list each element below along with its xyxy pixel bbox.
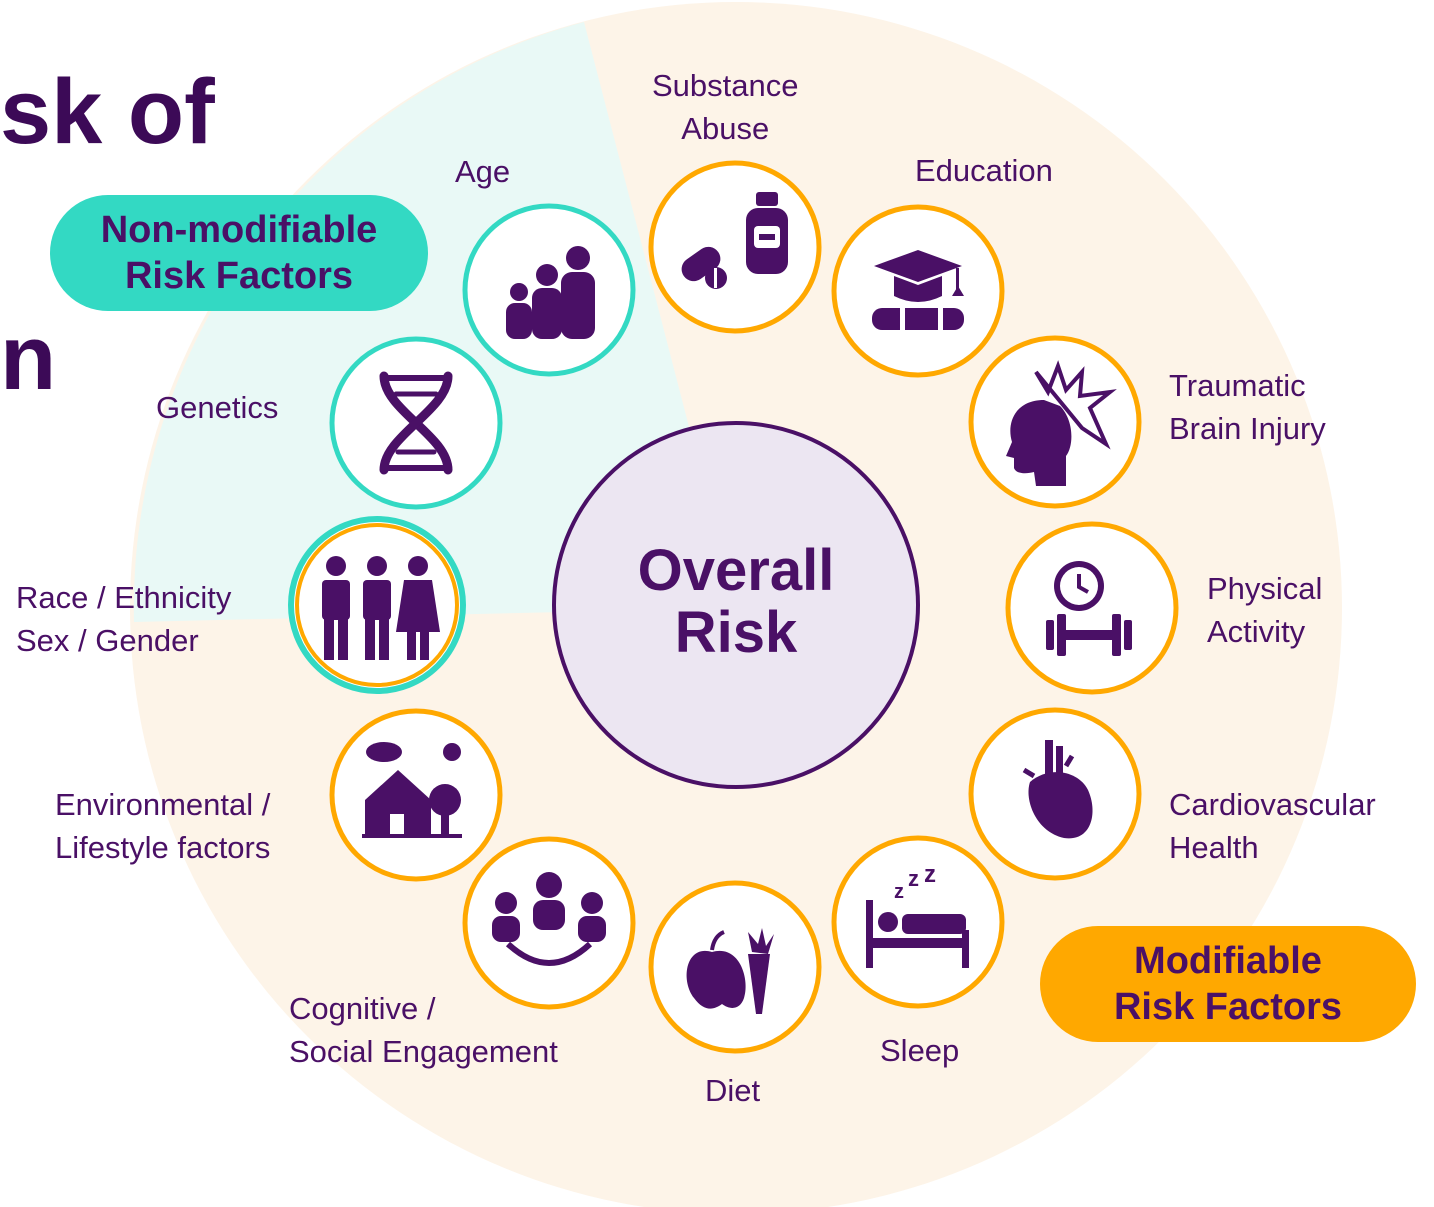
- non-modifiable-badge-line2: Risk Factors: [124, 255, 354, 297]
- label-tbi-line2: Brain Injury: [1169, 411, 1326, 446]
- modifiable-badge-line2: Risk Factors: [1113, 986, 1343, 1028]
- label-race-sex-line1: Race / Ethnicity: [16, 580, 232, 615]
- overall-risk-line2: Risk: [674, 600, 798, 665]
- label-tbi-line1: Traumatic: [1169, 368, 1306, 403]
- overall-risk-circle: [552, 421, 920, 789]
- label-tbi: Traumatic Brain Injury: [1169, 364, 1326, 450]
- svg-text:z: z: [908, 866, 919, 891]
- label-genetics: Genetics: [156, 386, 278, 429]
- label-cardio: Cardiovascular Health: [1169, 783, 1376, 869]
- family-generations-icon: [506, 246, 595, 339]
- label-cognitive: Cognitive / Social Engagement: [289, 987, 558, 1073]
- non-modifiable-badge: Non-modifiable Risk Factors: [50, 195, 428, 311]
- people-group-icon: [322, 556, 440, 660]
- factor-education: [831, 204, 1005, 378]
- label-cardio-line2: Health: [1169, 830, 1259, 865]
- factor-cognitive: [462, 836, 636, 1010]
- apple-carrot-icon: [686, 928, 774, 1014]
- factor-substance: [648, 160, 822, 334]
- headline-fragment-1: sk of: [0, 61, 215, 163]
- physical-ring: [1005, 521, 1179, 695]
- label-substance-line1: Substance: [652, 68, 799, 103]
- factor-environment: [329, 708, 503, 882]
- label-education-line1: Education: [915, 153, 1053, 188]
- factor-genetics: [329, 336, 503, 510]
- label-substance-line2: Abuse: [681, 111, 770, 146]
- label-race-sex: Race / Ethnicity Sex / Gender: [16, 576, 231, 662]
- heart-organ-icon: [1022, 740, 1093, 839]
- factor-diet: [648, 880, 822, 1054]
- label-physical: Physical Activity: [1207, 567, 1322, 653]
- label-environment-line1: Environmental /: [55, 787, 271, 822]
- svg-text:z: z: [894, 881, 904, 903]
- substance-ring: [648, 160, 822, 334]
- label-race-sex-line2: Sex / Gender: [16, 623, 199, 658]
- label-sleep-line1: Sleep: [880, 1033, 960, 1068]
- label-diet-line1: Diet: [705, 1073, 761, 1108]
- label-genetics-line1: Genetics: [156, 390, 279, 425]
- factor-race-sex: [288, 516, 466, 694]
- non-modifiable-badge-line1: Non-modifiable: [100, 209, 378, 251]
- label-physical-line2: Activity: [1207, 614, 1306, 649]
- overall-risk-line1: Overall: [637, 538, 835, 603]
- bed-sleep-icon: z z z: [866, 861, 969, 968]
- head-impact-icon: [1006, 360, 1117, 486]
- label-age: Age: [455, 150, 510, 193]
- svg-text:z: z: [924, 861, 936, 888]
- factor-sleep: z z z: [831, 835, 1005, 1009]
- social-circle-icon: [492, 872, 606, 966]
- factor-cardio: [968, 707, 1142, 881]
- label-cognitive-line1: Cognitive /: [289, 991, 436, 1026]
- label-age-line1: Age: [455, 154, 511, 189]
- modifiable-badge-line1: Modifiable: [1134, 940, 1322, 982]
- label-diet: Diet: [705, 1069, 760, 1112]
- factor-age: [462, 203, 636, 377]
- label-cognitive-line2: Social Engagement: [289, 1034, 558, 1069]
- label-environment: Environmental / Lifestyle factors: [55, 783, 270, 869]
- modifiable-badge: Modifiable Risk Factors: [1040, 926, 1416, 1042]
- factor-tbi: [968, 335, 1142, 509]
- label-environment-line2: Lifestyle factors: [55, 830, 271, 865]
- label-physical-line1: Physical: [1207, 571, 1323, 606]
- non-modifiable-sector: [133, 22, 737, 622]
- label-education: Education: [915, 149, 1053, 192]
- dna-icon: [379, 371, 453, 475]
- pill-bottle-icon: [681, 192, 788, 289]
- factor-physical: [1005, 521, 1179, 695]
- graduation-cap-icon: [872, 250, 964, 330]
- label-cardio-line1: Cardiovascular: [1169, 787, 1376, 822]
- label-sleep: Sleep: [880, 1029, 959, 1072]
- overall-risk-label: Overall Risk: [556, 540, 916, 664]
- clock-dumbbell-icon: [1046, 561, 1132, 656]
- headline-fragment-2: n: [0, 307, 57, 409]
- house-tree-icon: [362, 742, 462, 838]
- label-substance: Substance Abuse: [652, 64, 799, 150]
